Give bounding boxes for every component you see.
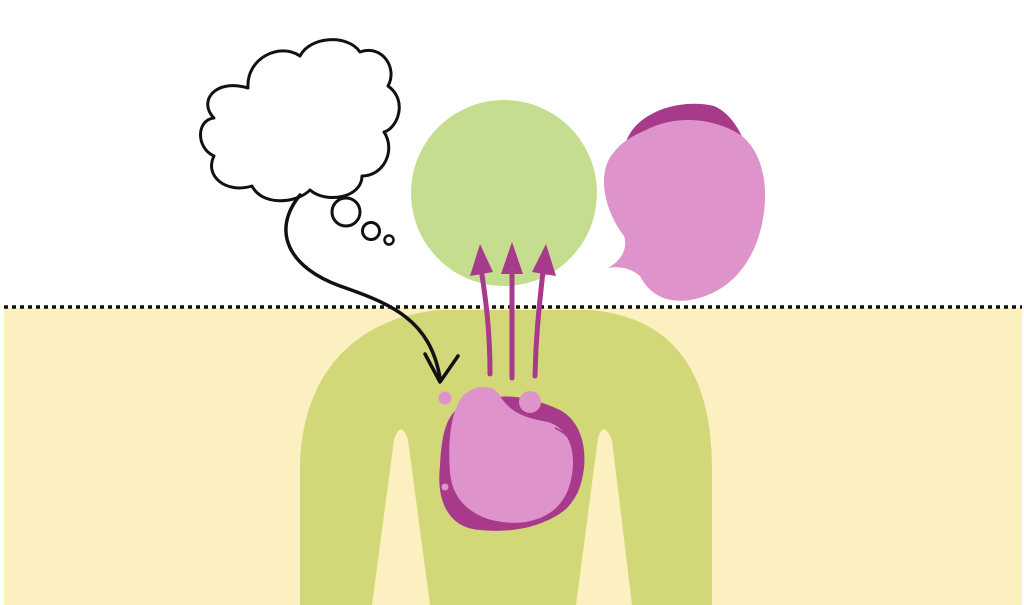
thought-bubble-large [330,196,362,228]
thought-cloud [199,38,401,203]
heart-dot-top [519,391,541,413]
speech-bubble-icon [603,103,766,301]
person-head [411,100,597,286]
upward-arrow-left-head [470,244,493,276]
speech-bubble-main [603,119,766,301]
upward-arrow-right-shaft [532,259,547,379]
upward-arrow-middle-head [501,242,523,274]
heart-blob-icon [438,386,585,531]
heart-outline-stroke [499,427,582,528]
curved-arrow-icon [284,193,460,384]
thought-bubble-medium [361,221,381,241]
thought-cloud-icon [199,38,401,246]
thought-to-heart-arrow [284,193,442,380]
thought-bubble-small [383,234,395,246]
heart-dot-bottom-small [441,483,449,491]
upward-arrow-right-head [532,244,556,276]
heart-dot-left [438,391,452,405]
thought-arrow-head [423,352,460,384]
heart-to-head-arrows [470,242,556,381]
heart-blob-main [449,386,574,523]
heart-dot-bottom-large [444,496,460,512]
